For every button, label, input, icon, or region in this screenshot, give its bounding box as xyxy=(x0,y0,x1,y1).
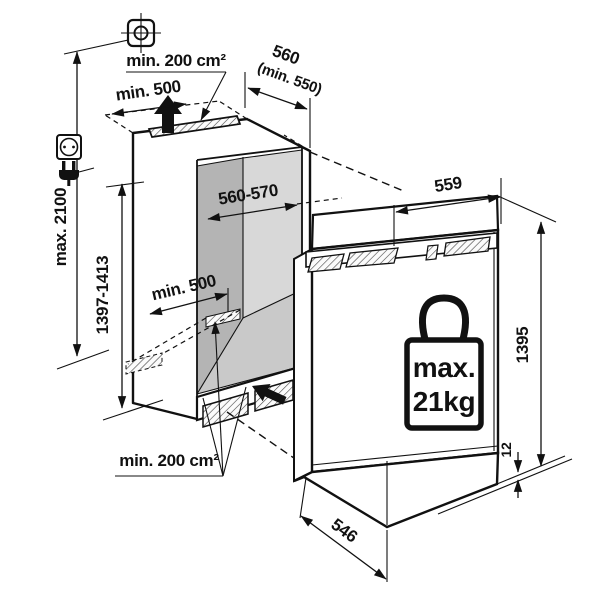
label-ventilation-bottom: min. 200 cm² xyxy=(115,321,247,477)
hinge-tab-icon xyxy=(425,244,439,261)
niche-cabinet xyxy=(104,95,312,428)
niche-width-extension xyxy=(296,197,343,205)
weight-max-label: max. xyxy=(413,352,476,383)
dim-appliance-height: 1395 xyxy=(437,195,573,515)
niche-back-wall xyxy=(243,150,302,318)
datum-icon xyxy=(121,13,161,53)
hinge-icon xyxy=(345,247,399,268)
dim-max-socket-height: max. 2100 xyxy=(51,13,161,370)
appliance: max. 21kg xyxy=(293,194,500,529)
dim-base-gap: 12 xyxy=(498,442,523,498)
floor-vent-continuation xyxy=(125,352,163,375)
max-height-label: max. 2100 xyxy=(51,188,70,267)
weight-icon: max. 21kg xyxy=(404,294,484,431)
airflow-in-arrow-icon xyxy=(252,384,287,405)
appliance-side-face xyxy=(293,247,313,483)
label-ventilation-top: min. 200 cm² xyxy=(126,51,227,121)
niche-height-label: 1397-1413 xyxy=(93,256,112,335)
projection-lines xyxy=(226,151,407,466)
weight-kg-label: 21kg xyxy=(413,386,476,417)
base-gap-label: 12 xyxy=(498,442,514,457)
dim-niche-height: 1397-1413 xyxy=(93,181,164,421)
socket-icon xyxy=(56,134,82,160)
dim-appliance-width: 559 xyxy=(393,173,502,246)
hinge-icon xyxy=(307,253,345,273)
plug-icon xyxy=(59,161,95,186)
hinge-icon xyxy=(443,236,491,257)
top-vent-label: min. 200 cm² xyxy=(126,51,226,70)
appliance-height-label: 1395 xyxy=(513,327,532,364)
bottom-vent-label: min. 200 cm² xyxy=(119,451,219,470)
bottom-vent-left xyxy=(202,392,249,428)
appliance-width-label: 559 xyxy=(433,173,463,196)
niche-floor xyxy=(197,290,302,394)
